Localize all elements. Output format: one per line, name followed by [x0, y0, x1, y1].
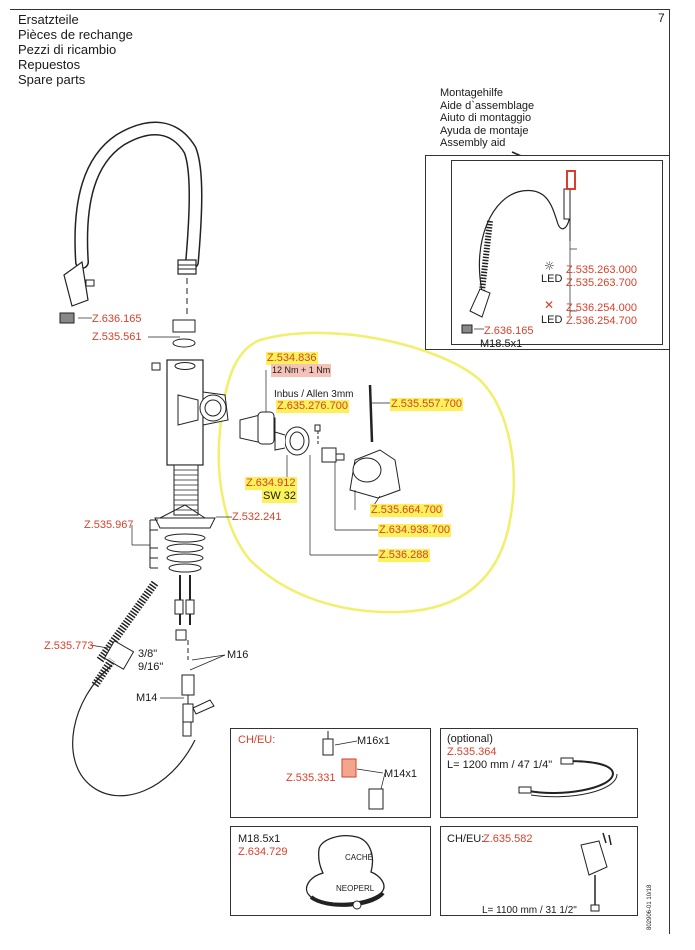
aerator-key-drawing — [306, 835, 385, 910]
part-z532241: Z.532.241 — [232, 511, 282, 523]
thread-m14: M14 — [136, 692, 158, 704]
part-z535773: Z.535.773 — [44, 640, 94, 652]
inset-hose-drawing: ☼ ✕ — [461, 170, 577, 334]
adapter-part: Z.635.582 — [483, 833, 533, 845]
document-code: 802906-01 10/18 — [647, 884, 653, 930]
assembly-aid-de: Montagehilfe — [440, 87, 503, 99]
adapter-label: CH/EU: — [447, 833, 485, 845]
inset-part-3: Z.536.254.000 — [566, 302, 637, 314]
title-en: Spare parts — [18, 72, 86, 87]
page-frame — [10, 9, 670, 934]
torque-spec: 12 Nm + 1 Nm — [271, 364, 332, 377]
aerator-part: Z.634.729 — [238, 846, 288, 858]
thread-m16: M16 — [227, 649, 249, 661]
wrench-size: SW 32 — [262, 490, 298, 503]
part-z536288: Z.536.288 — [378, 549, 430, 562]
optional-length: L= 1200 mm / 47 1/4" — [447, 759, 553, 771]
title-fr: Pièces de rechange — [18, 27, 133, 42]
inset-part-4: Z.536.254.700 — [566, 315, 637, 327]
assembly-aid-en: Assembly aid — [440, 137, 506, 149]
part-z634938700: Z.634.938.700 — [378, 524, 451, 537]
assembly-aid-labels: Montagehilfe Aide d`assemblage Aiuto di … — [440, 87, 534, 150]
part-z535561: Z.535.561 — [92, 331, 142, 343]
optional-hose-drawing — [518, 757, 618, 798]
part-z636165: Z.636.165 — [92, 313, 142, 325]
part-z535664700: Z.535.664.700 — [370, 504, 443, 517]
box-power-adapter — [440, 826, 638, 916]
led-crossed-icon: ✕ — [544, 298, 554, 312]
cheu-label: CH/EU: — [238, 734, 276, 746]
power-adapter-drawing — [580, 832, 612, 912]
title-it: Pezzi di ricambio — [18, 42, 117, 57]
inset-box: ☼ ✕ — [451, 160, 663, 345]
assembly-aid-it: Aiuto di montaggio — [440, 112, 532, 124]
aerator-brand: NEOPERL — [336, 884, 375, 893]
inset-led-label-1: LED — [541, 273, 563, 285]
part-z635276700: Z.635.276.700 — [276, 400, 349, 413]
optional-part: Z.535.364 — [447, 746, 497, 758]
inset-led-label-2: LED — [541, 314, 563, 326]
title-de: Ersatzteile — [18, 12, 79, 27]
aerator-thread: M18.5x1 — [238, 833, 281, 845]
aerator-cache: CACHÉ — [345, 853, 374, 862]
box-aerator — [230, 826, 431, 916]
assembly-aid-fr: Aide d`assemblage — [440, 99, 535, 112]
part-z535557700: Z.535.557.700 — [390, 398, 463, 411]
box-optional-hose — [440, 728, 638, 818]
inset-thread: M18.5x1 — [480, 338, 523, 350]
title-es: Repuestos — [18, 57, 81, 72]
inset-part-1: Z.535.263.000 — [566, 264, 637, 276]
assembly-aid-es: Ayuda de montaje — [440, 124, 529, 137]
cheu-m14x1: M14x1 — [384, 768, 418, 780]
highlight-circle — [217, 331, 515, 614]
inset-part-2: Z.535.263.700 — [566, 277, 637, 289]
size-9-16: 9/16" — [138, 661, 164, 673]
part-z534836: Z.534.836 — [266, 352, 318, 365]
size-3-8: 3/8" — [138, 648, 158, 660]
allen-key-note: Inbus / Allen 3mm — [274, 389, 354, 400]
led-bulb-icon: ☼ — [544, 259, 555, 273]
cheu-m16x1: M16x1 — [357, 735, 391, 747]
inset-part-5: Z.636.165 — [484, 325, 534, 337]
adapter-length: L= 1100 mm / 31 1/2" — [482, 905, 577, 916]
part-z535967: Z.535.967 — [84, 519, 134, 531]
connector-drawing — [322, 731, 386, 810]
optional-label: (optional) — [447, 733, 493, 745]
page-titles: Ersatzteile Pièces de rechange Pezzi di … — [18, 12, 133, 87]
cheu-part: Z.535.331 — [286, 772, 336, 784]
part-z634912: Z.634.912 — [245, 477, 297, 490]
box-cheu-connector — [230, 728, 431, 818]
page-number: 7 — [658, 11, 665, 25]
